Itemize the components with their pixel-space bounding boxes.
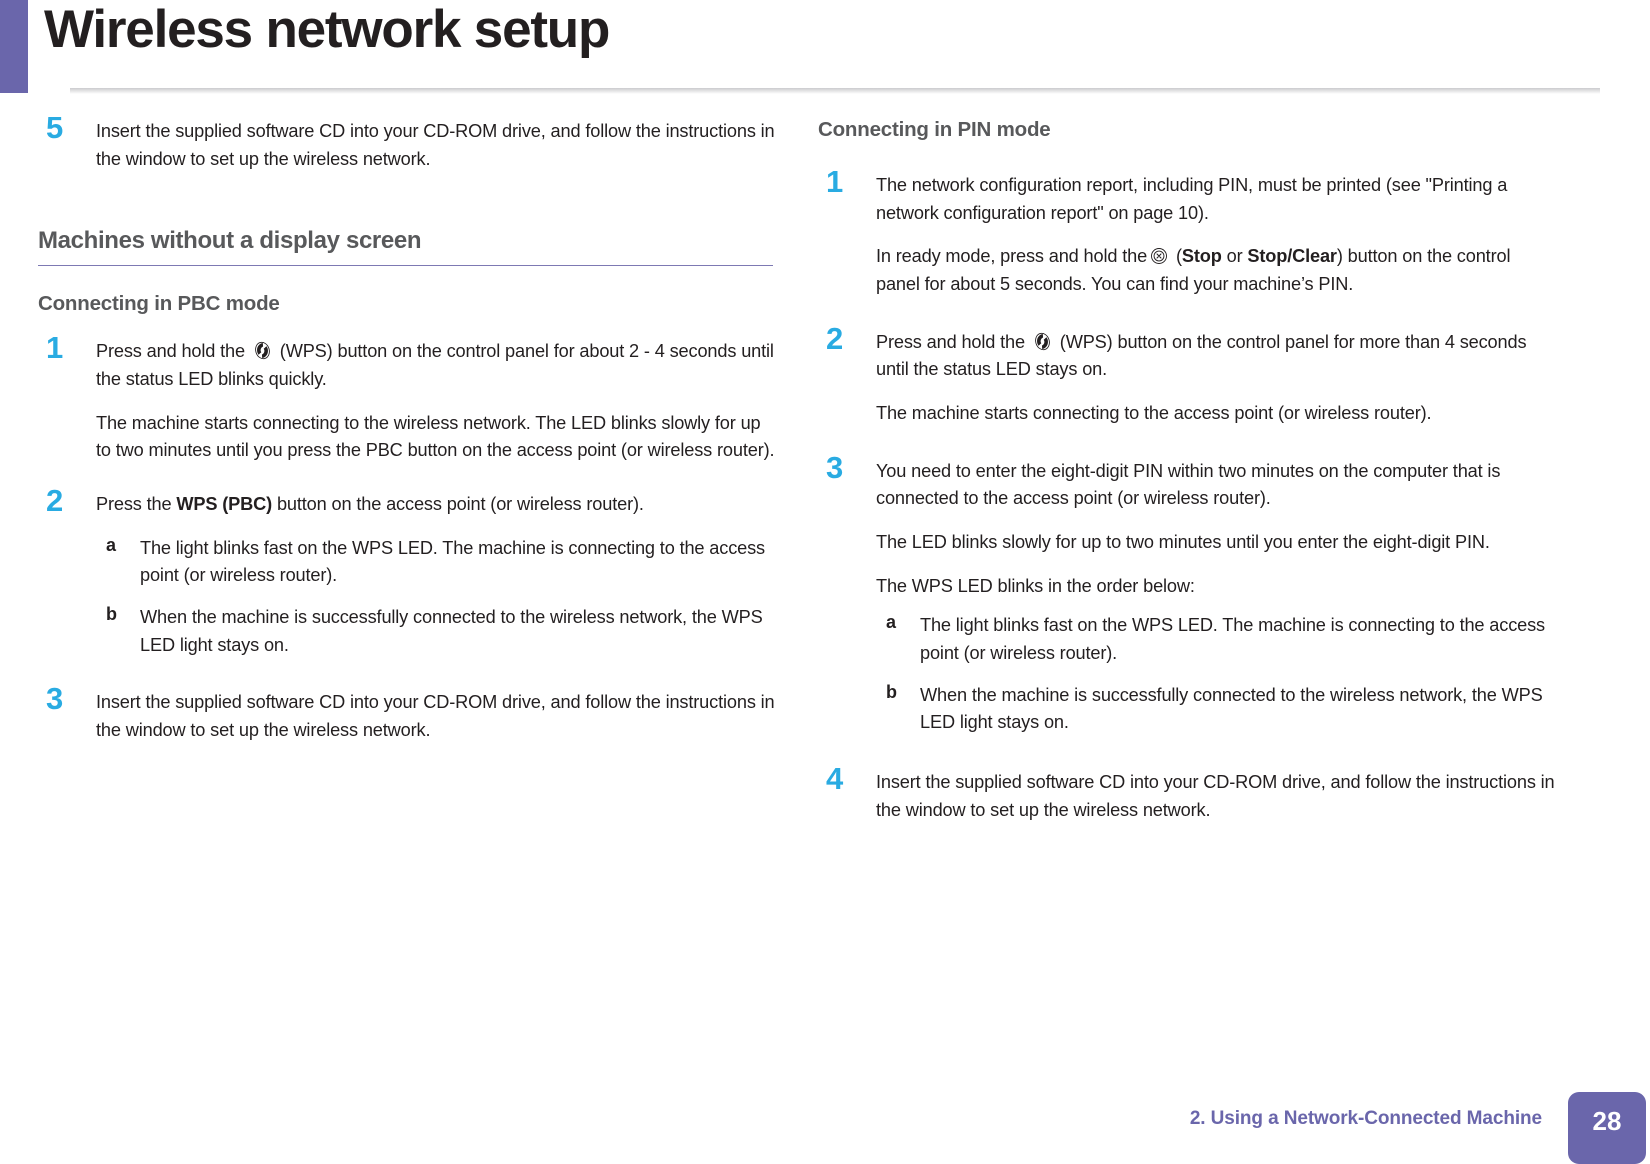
substep-item: a The light blinks fast on the WPS LED. … [96, 535, 778, 590]
step-text-part-b: button on the access point (or wireless … [272, 493, 644, 514]
substep-text: The light blinks fast on the WPS LED. Th… [140, 537, 766, 586]
substep-item: b When the machine is successfully conne… [96, 604, 778, 659]
step-text-before-icon: Press and hold the [876, 331, 1025, 352]
step-number: 1 [826, 164, 844, 199]
step-item: 1 Press and hold the (WPS) button on the… [38, 332, 778, 465]
step-item: 5 Insert the supplied software CD into y… [38, 112, 778, 173]
section-heading: Machines without a display screen [38, 227, 422, 255]
substep-letter: a [106, 534, 117, 555]
page-number-badge: 28 [1568, 1092, 1646, 1164]
para-bold-stop-clear: Stop/Clear [1247, 246, 1337, 267]
substep-letter: a [886, 612, 897, 633]
stop-icon [1150, 247, 1168, 265]
step-paragraph: The machine starts connecting to the wir… [96, 412, 775, 461]
para-part-b: ( [1171, 246, 1182, 267]
substep-item: a The light blinks fast on the WPS LED. … [876, 612, 1558, 667]
substep-letter: b [886, 681, 897, 702]
step-number: 3 [826, 449, 844, 485]
step-item: 4 Insert the supplied software CD into y… [818, 763, 1558, 824]
right-column: Connecting in PIN mode 1 The network con… [818, 118, 1558, 850]
header-accent-bar [0, 0, 28, 93]
step-paragraph: In ready mode, press and hold the (Stop … [876, 243, 1558, 298]
step-text-part-a: Press the [96, 493, 177, 514]
step-number: 5 [46, 110, 64, 145]
subsection-heading-pin: Connecting in PIN mode [818, 118, 1051, 141]
footer-chapter-label: 2. Using a Network-Connected Machine [1189, 1108, 1542, 1129]
substep-text: When the machine is successfully connect… [920, 684, 1543, 733]
step-paragraph: The machine starts connecting to the acc… [876, 402, 1432, 423]
step-item: 2 Press the WPS (PBC) button on the acce… [38, 485, 778, 659]
step-paragraph: The LED blinks slowly for up to two minu… [876, 531, 1490, 552]
step-paragraph: The WPS LED blinks in the order below: [876, 575, 1195, 596]
step-text-after-icon: (WPS) button on the control panel for mo… [876, 331, 1527, 380]
header-divider [70, 88, 1600, 94]
step-text-bold: WPS (PBC) [176, 493, 273, 514]
step-text: Press and hold the (WPS) button on the c… [876, 329, 1558, 384]
step-text: You need to enter the eight-digit PIN wi… [876, 460, 1501, 509]
para-part-a: In ready mode, press and hold the [876, 246, 1148, 267]
step-item: 3 You need to enter the eight-digit PIN … [818, 452, 1558, 737]
step-item: 1 The network configuration report, incl… [818, 166, 1558, 299]
step-text: Insert the supplied software CD into you… [876, 771, 1555, 820]
step-text: Press and hold the (WPS) button on the c… [96, 338, 778, 393]
substep-text: The light blinks fast on the WPS LED. Th… [920, 615, 1546, 663]
step-number: 1 [46, 330, 64, 366]
subsection-heading-pbc: Connecting in PBC mode [38, 292, 280, 316]
step-text: Press the WPS (PBC) button on the access… [96, 491, 778, 519]
step-number: 4 [826, 760, 844, 796]
step-text-after-icon: (WPS) button on the control panel for ab… [96, 341, 774, 389]
substep-letter: b [106, 603, 117, 624]
section-heading-divider [38, 265, 773, 267]
wps-icon [253, 341, 272, 360]
substep-text: When the machine is successfully connect… [140, 606, 763, 655]
wps-icon [1033, 332, 1052, 351]
step-number: 2 [826, 320, 844, 356]
page-footer: 2. Using a Network-Connected Machine 28 [0, 1080, 1650, 1164]
step-number: 2 [46, 482, 64, 518]
step-text-before-icon: Press and hold the [96, 341, 245, 362]
step-item: 3 Insert the supplied software CD into y… [38, 683, 778, 744]
para-bold-stop: Stop [1181, 246, 1222, 267]
left-column: 5 Insert the supplied software CD into y… [38, 112, 778, 771]
step-number: 3 [46, 681, 64, 717]
step-item: 2 Press and hold the (WPS) button on the… [818, 323, 1558, 428]
substep-item: b When the machine is successfully conne… [876, 682, 1558, 737]
page-header: Wireless network setup [0, 0, 1650, 96]
step-text: The network configuration report, includ… [876, 175, 1508, 223]
para-part-c: or [1221, 246, 1248, 267]
page-title: Wireless network setup [44, 0, 610, 59]
para-part-d: ) button on the control panel for about … [876, 246, 1511, 294]
section-heading-block: Machines without a display screen [38, 227, 778, 267]
step-text: Insert the supplied software CD into you… [96, 692, 775, 740]
step-text: Insert the supplied software CD into you… [96, 121, 775, 169]
